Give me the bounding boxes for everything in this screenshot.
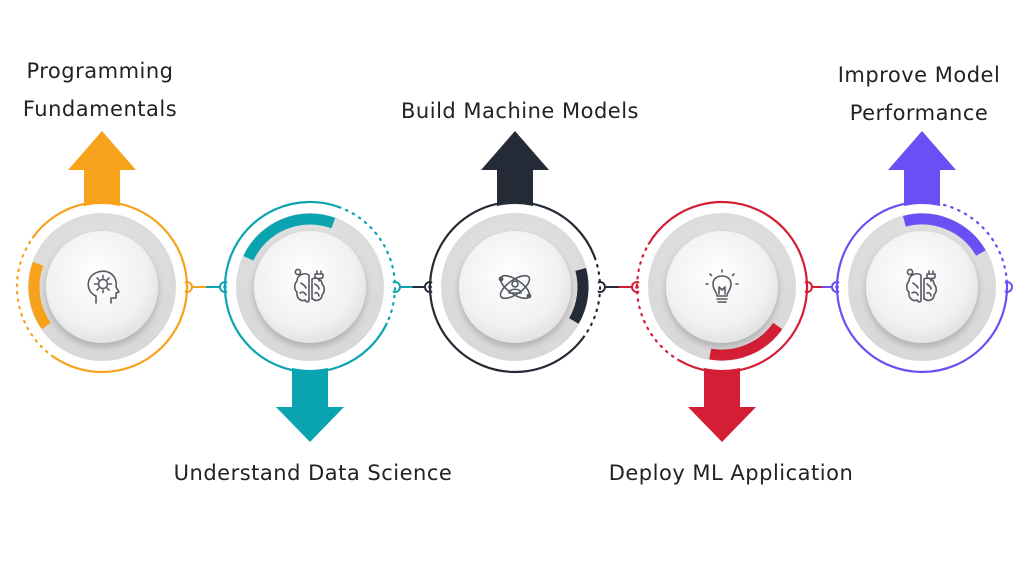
brain-plug-icon xyxy=(905,268,938,303)
step-node xyxy=(635,200,809,442)
icon-disc xyxy=(46,231,158,343)
outer-ring xyxy=(428,200,596,374)
outer-ring xyxy=(835,200,1009,374)
icon-disc xyxy=(866,231,978,343)
arrow-up-icon xyxy=(481,131,549,210)
outer-ring-dotted xyxy=(338,206,397,324)
connector-link xyxy=(594,281,643,293)
step-node xyxy=(428,131,602,374)
step-label-line: Understand Data Science xyxy=(173,461,453,485)
step-label-programming-fundamentals: Programming Fundamentals xyxy=(0,52,200,128)
outer-ring-dotted xyxy=(15,237,55,358)
atom-person-icon xyxy=(498,274,532,300)
connector-link xyxy=(389,281,436,293)
step-label-understand-data-science: Understand Data Science xyxy=(163,454,463,492)
lightbulb-icon xyxy=(705,269,739,303)
accent-arc xyxy=(569,267,589,324)
brain-plug-icon xyxy=(293,268,326,303)
outer-ring-dotted xyxy=(935,202,1008,281)
step-node xyxy=(15,131,189,374)
brain-gear-icon xyxy=(87,270,120,304)
outer-ring xyxy=(223,200,388,374)
step-label-line: Programming xyxy=(26,59,174,83)
step-label-line: Fundamentals xyxy=(22,97,178,121)
accent-arc xyxy=(243,213,336,261)
step-label-deploy-ml-application: Deploy ML Application xyxy=(581,454,881,492)
connector-link xyxy=(181,281,231,293)
accent-arc xyxy=(28,261,51,330)
outer-ring xyxy=(31,200,189,374)
arrow-down-icon xyxy=(276,364,344,442)
icon-disc xyxy=(666,231,778,343)
step-label-line: Performance xyxy=(849,101,989,125)
accent-arc xyxy=(709,322,783,361)
step-node xyxy=(835,131,1009,374)
step-label-build-machine-models: Build Machine Models xyxy=(370,92,670,130)
step-label-line: Improve Model xyxy=(837,63,1001,87)
arrow-up-icon xyxy=(68,131,136,210)
outer-ring xyxy=(647,200,809,374)
step-label-line: Build Machine Models xyxy=(401,99,639,123)
icon-disc xyxy=(254,231,366,343)
arrow-up-icon xyxy=(888,131,956,210)
accent-arc xyxy=(902,213,986,256)
outer-ring-dotted xyxy=(635,243,681,362)
outer-ring-dotted xyxy=(583,256,602,337)
arrow-down-icon xyxy=(688,364,756,442)
step-label-line: Deploy ML Application xyxy=(608,461,854,485)
step-node xyxy=(223,200,397,442)
step-label-improve-model-performance: Improve Model Performance xyxy=(814,56,1024,132)
